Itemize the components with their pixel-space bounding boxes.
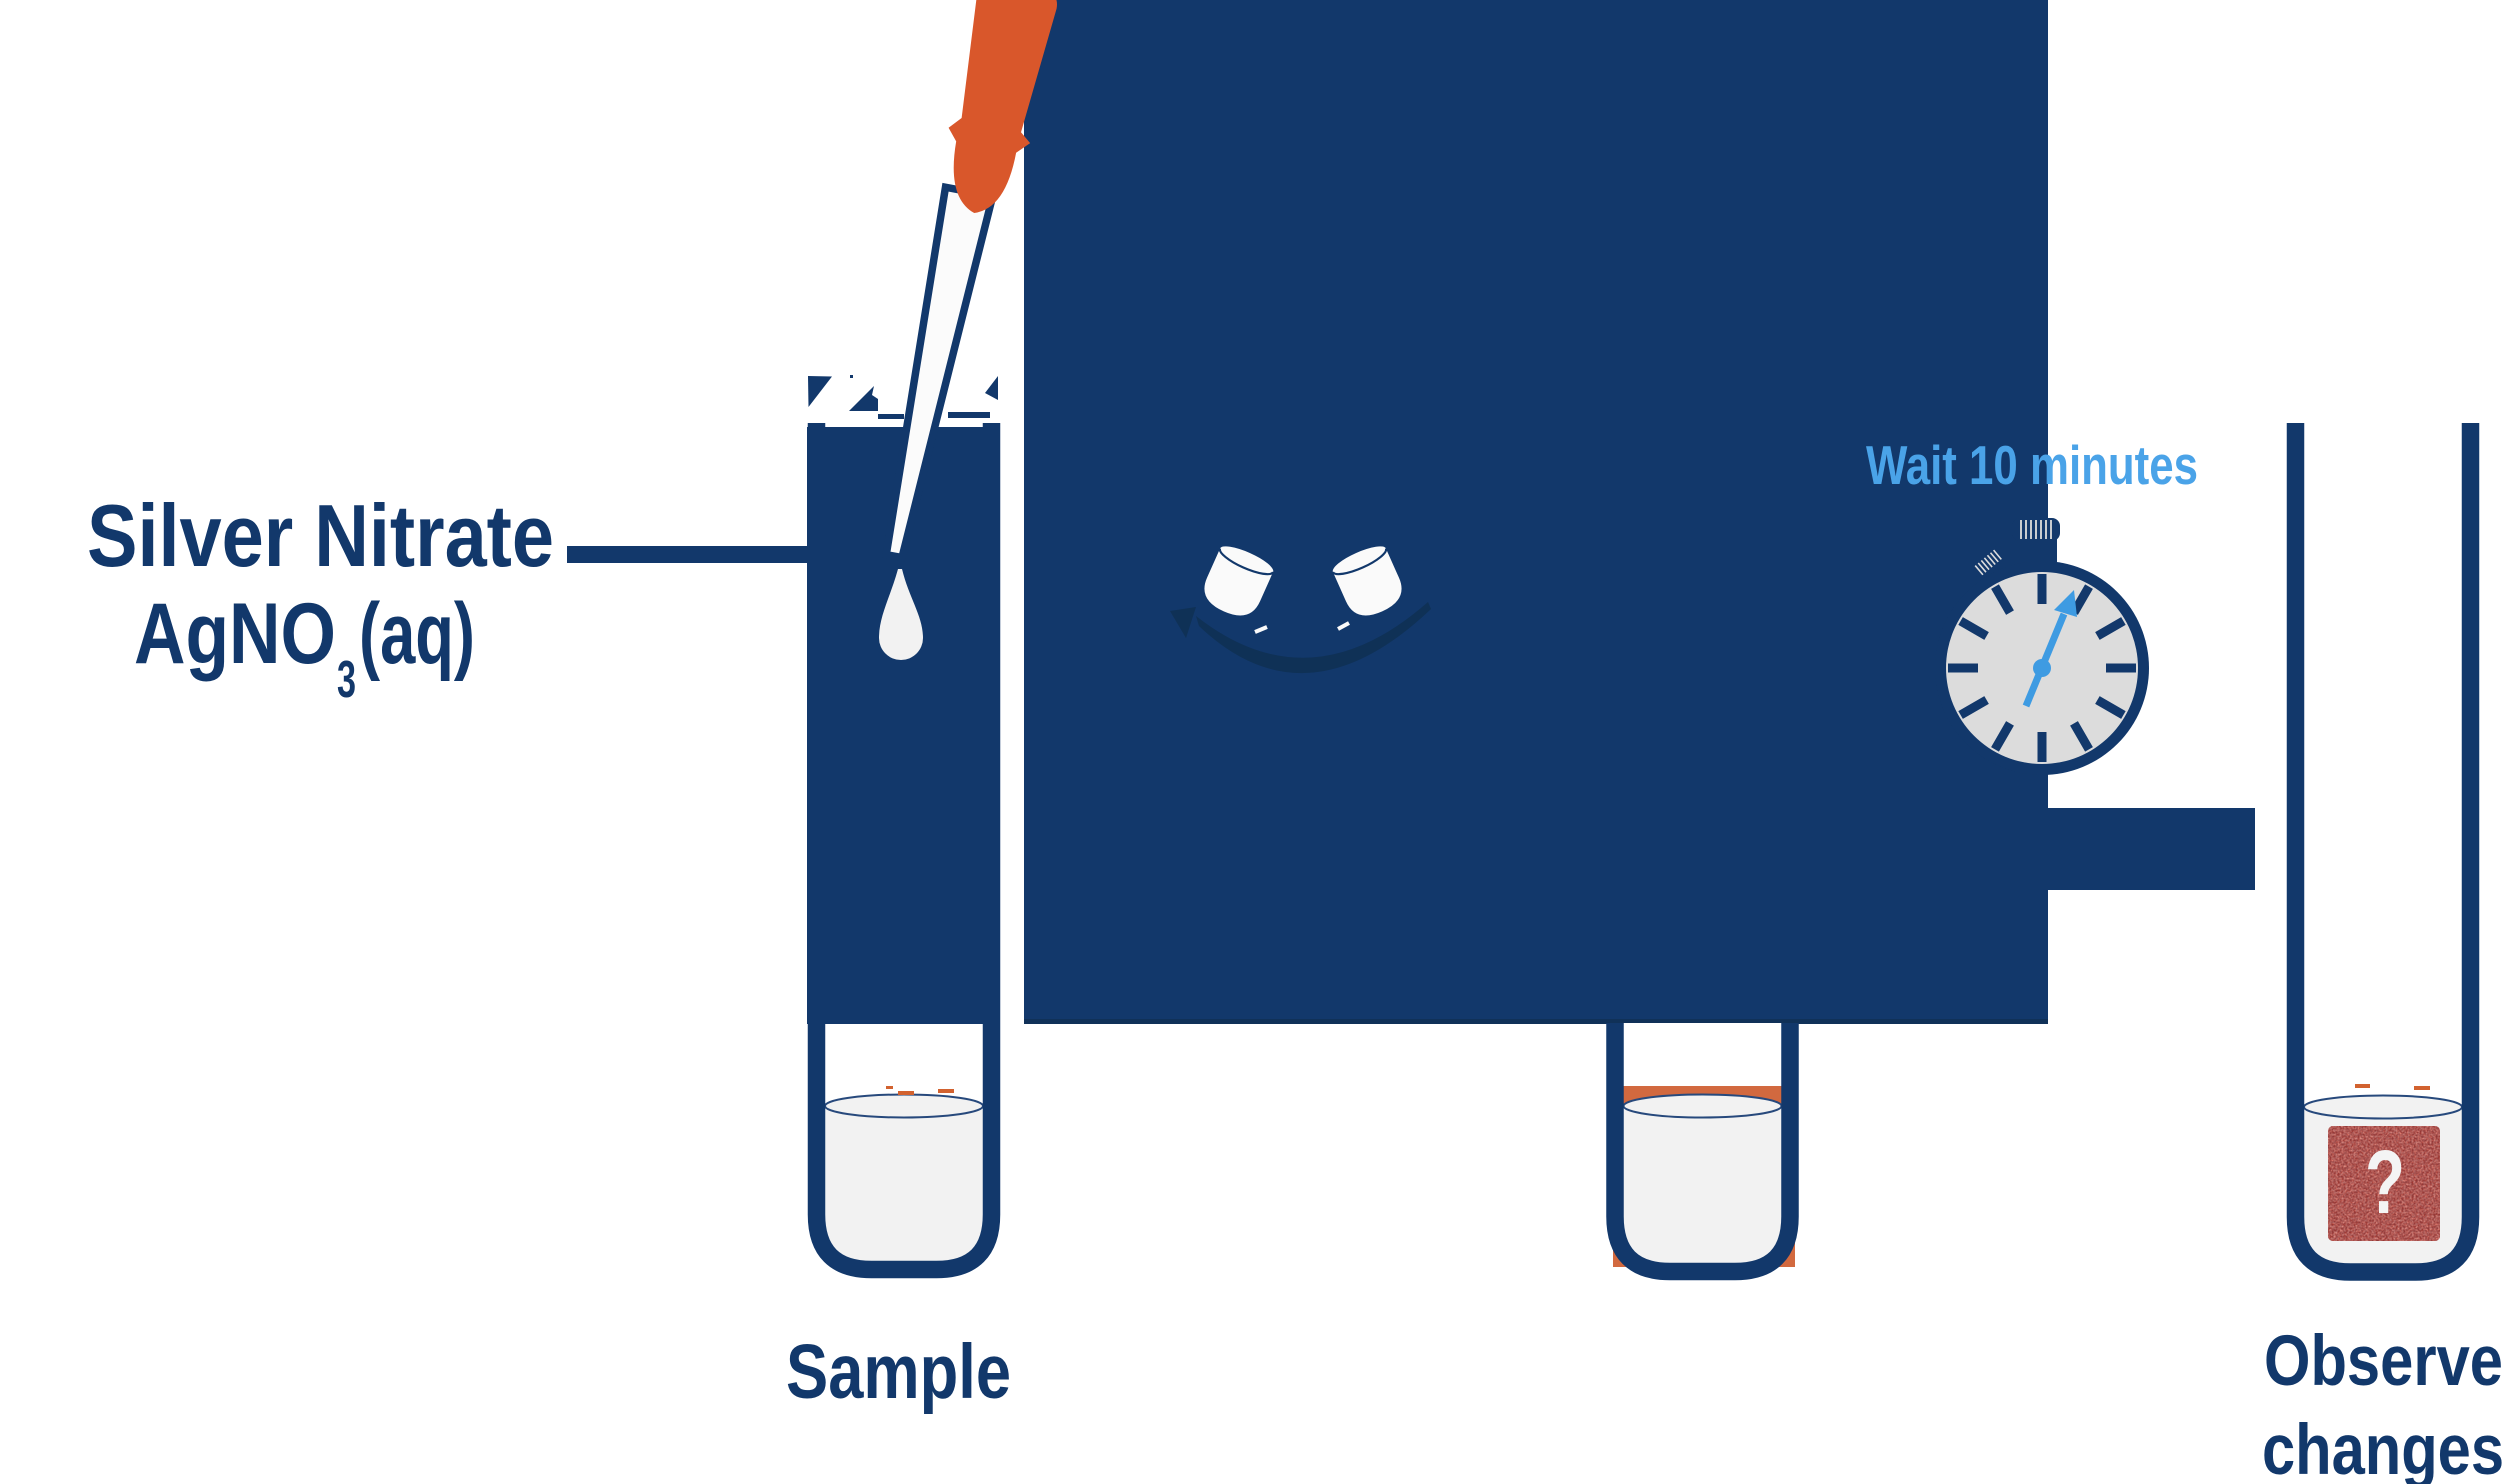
svg-text:Silver Nitrate: Silver Nitrate xyxy=(87,486,554,585)
svg-text:Wait 10 minutes: Wait 10 minutes xyxy=(1866,434,2198,496)
svg-text:(aq): (aq) xyxy=(359,586,475,682)
svg-text:3: 3 xyxy=(337,651,356,709)
svg-text:AgNO: AgNO xyxy=(134,586,336,682)
svg-text:?: ? xyxy=(2365,1133,2405,1233)
svg-text:Observe: Observe xyxy=(2264,1322,2503,1401)
svg-text:Sample: Sample xyxy=(786,1329,1011,1415)
svg-text:changes: changes xyxy=(2262,1411,2504,1484)
